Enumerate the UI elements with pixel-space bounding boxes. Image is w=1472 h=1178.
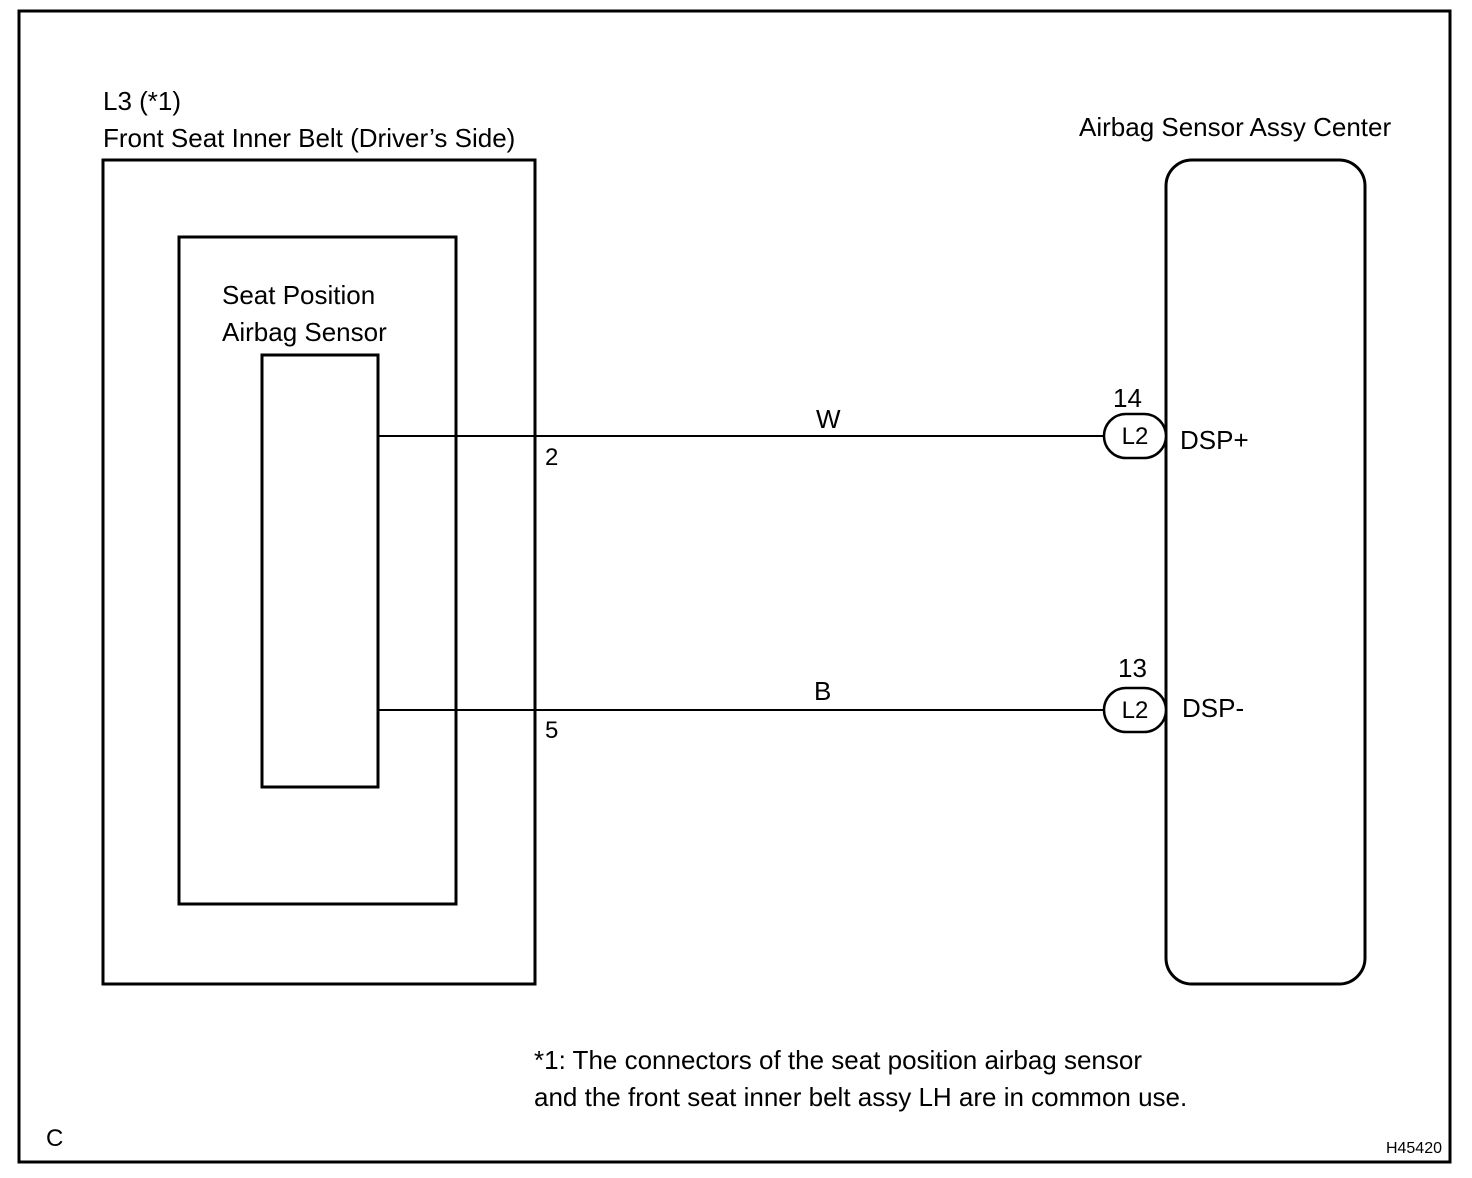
right-pin-13: 13 [1118, 653, 1147, 683]
right-component-name: Airbag Sensor Assy Center [1079, 112, 1391, 142]
left-pin-2: 2 [545, 444, 558, 471]
wire-b-color-label: B [814, 676, 831, 706]
corner-label: C [46, 1125, 63, 1152]
seat-position-sensor-element [260, 353, 380, 789]
connector-l2-top [1102, 412, 1168, 460]
right-pin-14: 14 [1113, 383, 1142, 413]
signal-dsp-plus: DSP+ [1180, 425, 1249, 455]
connector-l2-bottom-label: L2 [1122, 697, 1149, 724]
left-pin-5: 5 [545, 717, 558, 744]
sensor-label-line1: Seat Position [222, 280, 375, 310]
signal-dsp-minus: DSP- [1182, 693, 1244, 723]
left-connector-code: L3 (*1) [103, 86, 181, 116]
footnote-line2: and the front seat inner belt assy LH ar… [534, 1082, 1187, 1112]
connector-l2-bottom [1102, 686, 1168, 734]
sensor-label-line2: Airbag Sensor [222, 317, 387, 347]
connector-l2-top-label: L2 [1122, 423, 1149, 450]
figure-id: H45420 [1386, 1140, 1442, 1157]
left-component-name: Front Seat Inner Belt (Driver’s Side) [103, 123, 515, 153]
footnote-line1: *1: The connectors of the seat position … [534, 1045, 1142, 1075]
front-seat-inner-belt-box [101, 158, 537, 986]
outer-frame [17, 9, 1452, 1164]
seat-position-sensor-outer-box [177, 235, 458, 906]
wire-w-color-label: W [816, 404, 841, 434]
airbag-sensor-assy-center-box [1164, 158, 1367, 986]
